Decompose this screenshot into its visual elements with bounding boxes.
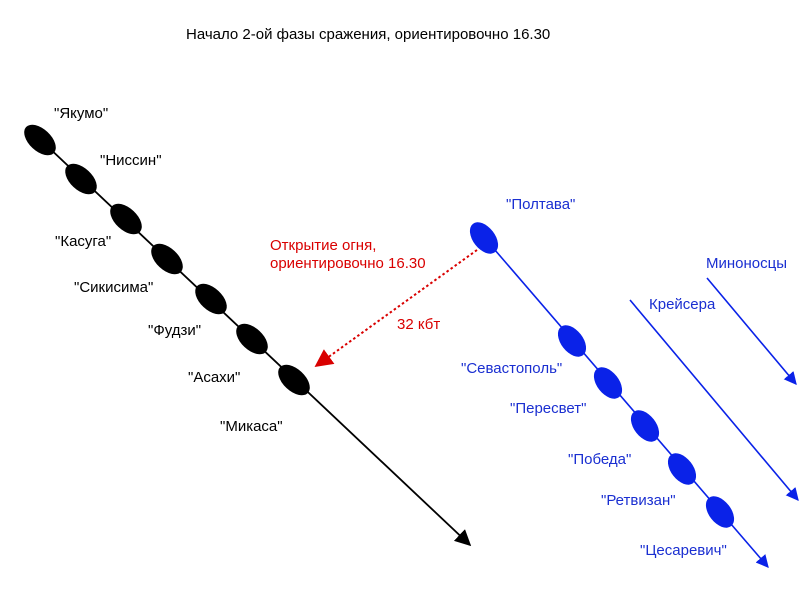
label-tsesarevich: "Цесаревич" (640, 542, 727, 559)
ship-sevastopol (557, 325, 587, 357)
ship-nissin (65, 163, 97, 195)
label-asahi: "Асахи" (188, 369, 240, 386)
label-fudzi: "Фудзи" (148, 322, 201, 339)
ship-retvizan (667, 453, 697, 485)
cruisers-course-line (629, 299, 799, 501)
ship-peresvet (593, 367, 623, 399)
label-sevastopol: "Севастополь" (461, 360, 562, 377)
destroyers-course-line (706, 277, 797, 385)
russian-fleet (469, 222, 735, 528)
label-kasuga: "Касуга" (55, 233, 111, 250)
ship-poltava (469, 222, 499, 254)
label-pobeda: "Победа" (568, 451, 631, 468)
ship-sikisima (151, 243, 183, 275)
diagram-title: Начало 2-ой фазы сражения, ориентировочн… (186, 26, 550, 43)
label-mikasa: "Микаса" (220, 418, 283, 435)
ship-kasuga (110, 203, 142, 235)
label-peresvet: "Пересвет" (510, 400, 586, 417)
ship-fudzi (195, 283, 227, 315)
label-sikisima: "Сикисима" (74, 279, 153, 296)
fire-label-line2: ориентировочно 16.30 (270, 255, 426, 272)
fire-line (314, 249, 478, 368)
ship-yakumo (24, 124, 56, 156)
ship-tsesarevich (705, 496, 735, 528)
label-cruisers: Крейсера (649, 296, 716, 313)
ship-asahi (236, 323, 268, 355)
ship-pobeda (630, 410, 660, 442)
japanese-fleet (24, 124, 310, 396)
label-retvizan: "Ретвизан" (601, 492, 676, 509)
fire-label-line1: Открытие огня, (270, 237, 376, 254)
ship-mikasa (278, 364, 310, 396)
label-yakumo: "Якумо" (54, 105, 108, 122)
label-destroyers: Миноносцы (706, 255, 787, 272)
label-poltava: "Полтава" (506, 196, 575, 213)
label-nissin: "Ниссин" (100, 152, 162, 169)
fire-distance-label: 32 кбт (397, 316, 440, 333)
